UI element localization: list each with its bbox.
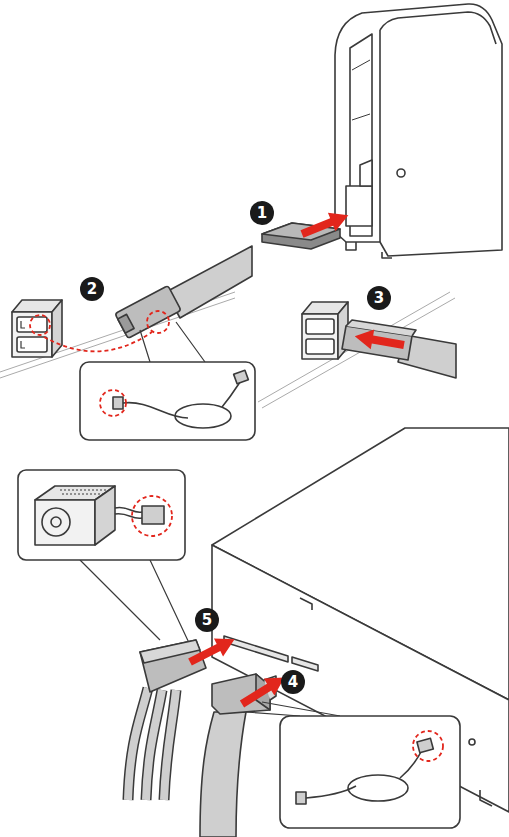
callout-number: 3 bbox=[367, 286, 391, 310]
sata-port-block bbox=[12, 300, 62, 357]
sata-port-block bbox=[302, 302, 348, 359]
highlight-circles bbox=[30, 311, 443, 761]
callout-number: 5 bbox=[195, 608, 219, 632]
psu-inset bbox=[18, 470, 190, 645]
callout-number: 1 bbox=[250, 201, 274, 225]
pc-case bbox=[335, 4, 502, 258]
sata-cable-plug bbox=[342, 320, 456, 378]
cable-inset bbox=[80, 322, 255, 440]
callout-number: 2 bbox=[80, 277, 104, 301]
direction-arrows bbox=[185, 206, 405, 712]
callout-number: 4 bbox=[281, 670, 305, 694]
cable-inset bbox=[246, 702, 460, 828]
sata-data-plug bbox=[200, 674, 276, 837]
sata-cable-plug bbox=[115, 246, 252, 338]
